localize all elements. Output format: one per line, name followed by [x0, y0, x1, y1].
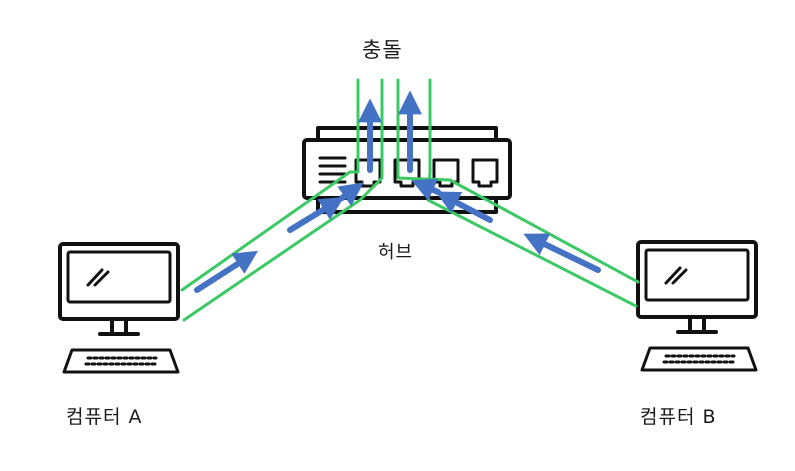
collision-label: 충돌 [362, 38, 403, 62]
arrow-b-3 [411, 178, 441, 201]
computer-a-icon [58, 242, 180, 374]
arrow-b-1 [523, 233, 601, 273]
arrow-a-2 [287, 197, 345, 233]
computer-a-label: 컴퓨터 A [66, 406, 143, 428]
signal-path-b-outer [426, 78, 638, 308]
computer-b-icon [636, 240, 758, 372]
hub-label: 허브 [378, 242, 414, 263]
arrow-a-1 [194, 250, 259, 293]
computer-b-label: 컴퓨터 B [640, 406, 717, 428]
arrow-b-2 [435, 191, 493, 223]
arrow-a-3 [337, 182, 364, 207]
signal-path-a-outer [180, 78, 360, 292]
signal-path-a-inner [182, 78, 384, 322]
data-arrows [194, 90, 601, 293]
